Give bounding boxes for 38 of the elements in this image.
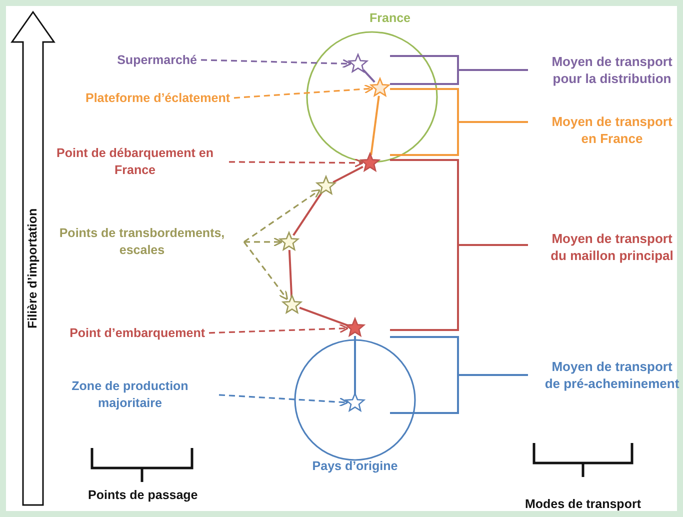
star-marker — [370, 78, 390, 98]
star-marker — [345, 393, 365, 413]
star-marker — [279, 232, 299, 252]
star-marker — [348, 54, 368, 74]
group-label: Points de passage — [88, 486, 198, 504]
axis-label: Filière d’importation — [24, 208, 41, 328]
star-marker — [345, 318, 365, 338]
leader-arrow — [244, 189, 321, 243]
region-label: France — [370, 11, 410, 25]
callout-text: Point de débarquement en France — [45, 145, 225, 179]
leader-arrow — [244, 237, 283, 247]
route-line — [288, 250, 293, 298]
leader-arrow — [208, 324, 349, 334]
star-marker — [360, 153, 380, 173]
leader-arrow — [218, 394, 349, 407]
star-marker — [282, 295, 302, 315]
route-line — [354, 336, 356, 395]
transport-mode-label: Moyen de transport de pré-acheminement — [544, 358, 680, 393]
leader-arrow — [234, 84, 374, 99]
route-line — [332, 166, 364, 184]
transport-mode-label: Moyen de transport pour la distribution — [550, 52, 674, 88]
route-line — [292, 192, 322, 236]
leader-arrow — [243, 241, 288, 300]
callout-text: Points de transbordements, escales — [44, 225, 240, 259]
leader-arrow — [200, 58, 352, 68]
callout-text: Point d’embarquement — [70, 324, 205, 342]
route-line — [370, 96, 380, 156]
region-label: Pays d’origine — [312, 459, 398, 473]
star-marker — [316, 176, 336, 196]
callout-text: Supermarché — [117, 52, 197, 68]
transport-mode-label: Moyen de transport en France — [550, 112, 674, 148]
callout-text: Zone de production majoritaire — [45, 378, 215, 412]
route-line — [362, 69, 376, 83]
transport-mode-label: Moyen de transport du maillon principal — [550, 230, 674, 265]
callout-text: Plateforme d’éclatement — [86, 90, 230, 106]
leader-arrow — [229, 158, 364, 168]
route-line — [299, 306, 348, 326]
group-label: Modes de transport — [525, 496, 641, 512]
